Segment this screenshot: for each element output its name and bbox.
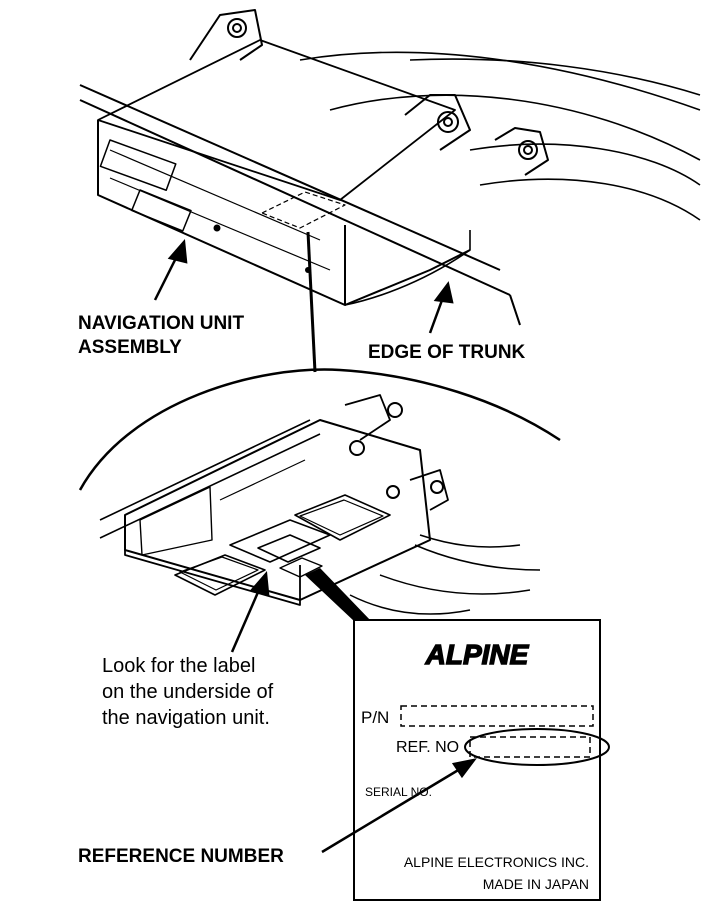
pn-field — [400, 705, 594, 727]
label-origin: MADE IN JAPAN — [483, 876, 589, 892]
instruction-leader — [230, 571, 270, 653]
reference-number-leader — [321, 758, 477, 854]
label-pn: P/N — [361, 708, 389, 727]
top-leader-lines — [153, 231, 454, 373]
magnified-underside-view — [78, 368, 561, 615]
instruction-line-2: on the underside of — [102, 681, 274, 703]
ref-highlight-ellipse — [464, 728, 610, 766]
label-brand: ALPINE — [425, 639, 530, 670]
instruction-line-1: Look for the label — [102, 655, 255, 677]
navigation-unit-installed-view — [79, 9, 701, 326]
alpine-label-card: ALPINE P/N REF. NO SERIAL NO. ALPINE ELE… — [353, 619, 610, 901]
label-maker: ALPINE ELECTRONICS INC. — [404, 854, 589, 870]
callout-assembly: ASSEMBLY — [78, 337, 182, 358]
ref-field — [469, 736, 591, 758]
instruction-line-3: the navigation unit. — [102, 707, 270, 729]
callout-navigation-unit: NAVIGATION UNIT — [78, 313, 244, 334]
callout-reference-number: REFERENCE NUMBER — [78, 846, 284, 867]
label-ref-no: REF. NO — [396, 739, 459, 756]
callout-edge-of-trunk: EDGE OF TRUNK — [368, 342, 526, 363]
label-magnifier-wedge — [305, 568, 372, 622]
